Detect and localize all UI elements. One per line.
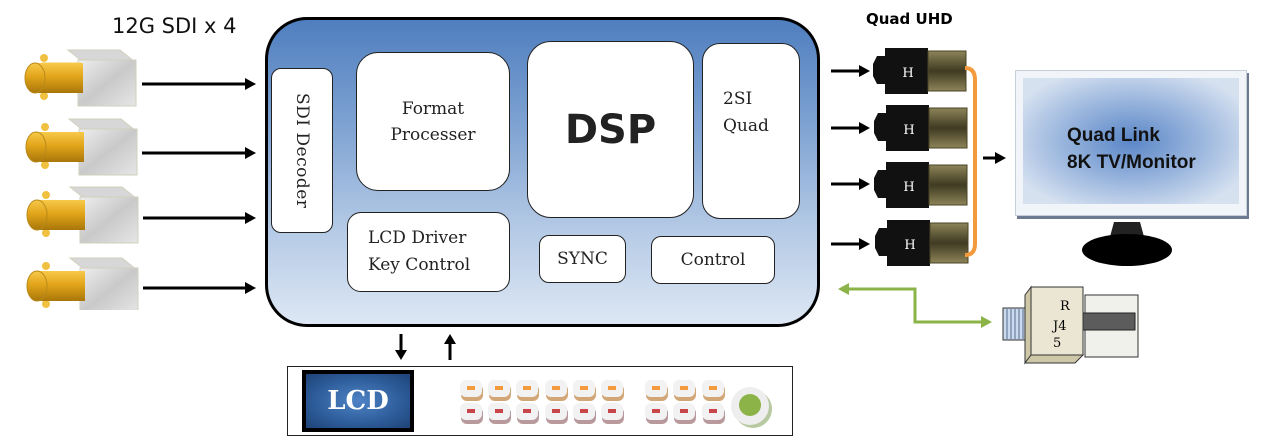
control-label: Control [680, 250, 746, 270]
format-processer-label-1: Format [401, 98, 465, 119]
hdmi-label: H [904, 238, 915, 253]
quad-2si-label-2: Quad [723, 116, 769, 136]
panel-key[interactable] [702, 380, 724, 397]
sdi-decoder-block: SDI Decoder [271, 68, 333, 233]
lcd-label: LCD [327, 386, 389, 416]
format-processer-label-2: Processer [390, 124, 476, 145]
key-led-icon [552, 386, 560, 390]
lcd-driver-block: LCD Driver Key Control [347, 212, 510, 292]
panel-key[interactable] [488, 380, 510, 397]
panel-key[interactable] [601, 403, 623, 420]
hdmi-connector-icon [873, 48, 967, 94]
key-led-icon [523, 386, 531, 390]
quad-2si-block: 2SI Quad [702, 43, 800, 219]
bidirectional-arrow [838, 283, 992, 328]
control-block: Control [651, 236, 775, 284]
rj45-label-3: 5 [1053, 336, 1061, 351]
key-led-icon [523, 409, 531, 413]
monitor-stand [1082, 222, 1172, 266]
bnc-connector-icon [26, 257, 139, 310]
monitor-label-2: 8K TV/Monitor [1067, 152, 1196, 173]
bnc-connector-icon [25, 118, 138, 176]
key-led-icon [608, 409, 616, 413]
hdmi-connector-icon [875, 220, 969, 266]
inputs-title: 12G SDI x 4 [112, 14, 237, 38]
output-bracket [964, 66, 977, 257]
panel-key[interactable] [645, 403, 667, 420]
rj45-label-1: R [1060, 299, 1071, 314]
panel-key[interactable] [516, 380, 538, 397]
hdmi-connector-icon [874, 105, 968, 151]
key-led-icon [608, 386, 616, 390]
panel-key[interactable] [545, 403, 567, 420]
panel-key[interactable] [488, 403, 510, 420]
arrow-up-icon [444, 334, 456, 360]
dsp-label: DSP [564, 106, 657, 153]
quad-2si-label-1: 2SI [723, 89, 753, 109]
key-led-icon [552, 409, 560, 413]
key-led-icon [580, 386, 588, 390]
lcd-driver-label-1: LCD Driver [368, 228, 467, 248]
panel-key[interactable] [573, 380, 595, 397]
key-led-icon [467, 409, 475, 413]
panel-key[interactable] [645, 380, 667, 397]
format-processer-block: Format Processer [356, 52, 510, 191]
panel-knob[interactable] [731, 387, 769, 425]
sync-block: SYNC [539, 235, 626, 283]
panel-key[interactable] [460, 403, 482, 420]
monitor-label-1: Quad Link [1067, 125, 1160, 146]
key-led-icon [495, 386, 503, 390]
key-led-icon [652, 409, 660, 413]
sdi-decoder-label: SDI Decoder [292, 92, 312, 209]
sync-label: SYNC [557, 249, 608, 269]
panel-key[interactable] [573, 403, 595, 420]
sdi-inputs [24, 49, 256, 310]
control-link: R J4 5 [838, 283, 1139, 365]
panel-key[interactable] [673, 403, 695, 420]
bnc-connector-icon [26, 186, 139, 244]
hdmi-label: H [903, 180, 914, 195]
lcd-display: LCD [302, 370, 414, 432]
key-led-icon [652, 386, 660, 390]
key-led-icon [709, 409, 717, 413]
panel-key[interactable] [601, 380, 623, 397]
key-led-icon [495, 409, 503, 413]
panel-key[interactable] [516, 403, 538, 420]
monitor-screen: Quad Link 8K TV/Monitor [1023, 78, 1239, 204]
arrow-down-icon [395, 334, 407, 360]
key-led-icon [580, 409, 588, 413]
panel-key[interactable] [460, 380, 482, 397]
hdmi-connector-icon [874, 162, 968, 208]
panel-key[interactable] [673, 380, 695, 397]
panel-key[interactable] [702, 403, 724, 420]
key-led-icon [680, 409, 688, 413]
dsp-block: DSP [527, 41, 694, 218]
hdmi-label: H [902, 66, 913, 81]
hdmi-label: H [903, 123, 914, 138]
rj45-label-2: J4 [1051, 319, 1066, 334]
key-led-icon [680, 386, 688, 390]
panel-link-arrows [395, 334, 456, 360]
key-led-icon [467, 386, 475, 390]
lcd-driver-label-2: Key Control [368, 255, 471, 275]
rj45-connector-icon: R J4 5 [1002, 285, 1139, 365]
panel-key[interactable] [545, 380, 567, 397]
monitor: Quad Link 8K TV/Monitor [1015, 70, 1247, 216]
outputs-title: Quad UHD [866, 10, 953, 28]
hdmi-outputs: H H H H [831, 48, 1006, 266]
key-led-icon [709, 386, 717, 390]
bnc-connector-icon [24, 49, 137, 107]
